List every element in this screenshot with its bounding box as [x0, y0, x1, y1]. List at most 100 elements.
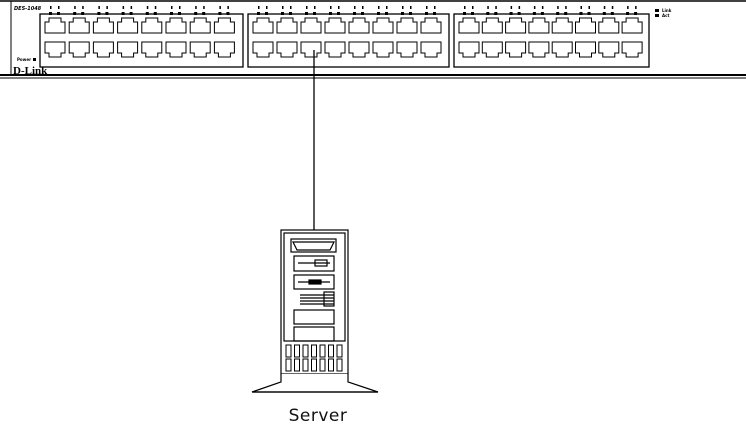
- rj45-port: [621, 41, 643, 58]
- rj45-port: [92, 17, 114, 34]
- rj45-port: [141, 17, 163, 34]
- port-led: [486, 12, 490, 15]
- port-number-tick: [74, 6, 76, 9]
- rj45-port: [505, 17, 527, 34]
- rj45-port: [396, 17, 418, 34]
- port-number-tick: [227, 6, 229, 9]
- port-led: [494, 12, 498, 15]
- port-led: [313, 12, 316, 15]
- server-vent-slot: [302, 344, 309, 358]
- rj45-port: [44, 17, 66, 34]
- switch-device: DES-1048 Power D-Link Link Act: [0, 0, 746, 79]
- rj45-port: [141, 41, 163, 58]
- port-number-tick: [258, 6, 260, 9]
- port-number-tick: [635, 6, 637, 9]
- port-number-tick: [314, 6, 316, 9]
- port-led: [329, 12, 332, 15]
- port-number-tick: [171, 6, 173, 9]
- port-group-2: [247, 13, 450, 68]
- port-number-tick: [82, 6, 84, 9]
- port-led: [305, 12, 308, 15]
- rj45-port: [575, 41, 596, 58]
- port-number-tick: [146, 6, 149, 9]
- rj45-port: [420, 17, 442, 34]
- port-number-tick: [203, 6, 205, 9]
- rj45-port: [598, 41, 620, 58]
- port-led: [361, 12, 364, 15]
- port-led: [281, 12, 284, 15]
- port-led: [377, 12, 380, 15]
- server-vent-slot: [294, 344, 300, 358]
- rj45-port: [481, 41, 503, 58]
- port-number-tick: [472, 6, 474, 9]
- port-led: [587, 12, 591, 15]
- port-led: [517, 12, 521, 15]
- rj45-port: [324, 41, 346, 58]
- rj45-port: [189, 17, 211, 34]
- port-led: [610, 12, 614, 15]
- port-number-tick: [219, 6, 221, 9]
- rj45-port: [528, 17, 550, 34]
- port-number-tick: [306, 6, 308, 9]
- rj45-port: [276, 41, 298, 58]
- rj45-port: [117, 41, 139, 58]
- port-number-tick: [195, 6, 197, 9]
- rj45-port: [621, 17, 643, 34]
- server-vent-slot: [285, 358, 292, 372]
- server-vent-slot: [336, 344, 343, 358]
- rj45-port: [324, 17, 346, 34]
- port-number-tick: [354, 6, 356, 9]
- port-number-tick: [565, 6, 567, 9]
- port-number-tick: [98, 6, 100, 9]
- port-number-tick: [130, 6, 133, 9]
- rj45-port: [575, 17, 596, 34]
- port-number-tick: [518, 6, 521, 9]
- port-led: [153, 12, 157, 15]
- port-number-tick: [410, 6, 412, 9]
- port-led: [202, 12, 206, 15]
- rj45-port: [505, 41, 527, 58]
- rj45-port: [348, 17, 370, 34]
- power-label: Power: [17, 57, 31, 62]
- port-led: [178, 12, 181, 15]
- rj45-port: [598, 17, 620, 34]
- port-number-tick: [378, 6, 380, 9]
- port-led: [353, 12, 356, 15]
- rj45-port: [68, 17, 90, 34]
- port-number-tick: [154, 6, 157, 9]
- rj45-port: [372, 41, 394, 58]
- port-led: [81, 12, 85, 15]
- rj45-port: [252, 17, 274, 34]
- port-group-1: [39, 13, 244, 68]
- rj45-port: [189, 41, 211, 58]
- rj45-port: [117, 17, 139, 34]
- server-vent-slot: [311, 358, 317, 372]
- rj45-port: [551, 17, 573, 34]
- server-vent-slot: [319, 344, 326, 358]
- port-led: [121, 12, 125, 15]
- server-icon: [251, 229, 379, 393]
- port-number-tick: [426, 6, 428, 9]
- port-number-tick: [603, 6, 606, 9]
- link-legend-led: [655, 9, 659, 12]
- rj45-port: [165, 17, 187, 34]
- port-led: [129, 12, 133, 15]
- rj45-port: [92, 41, 114, 58]
- port-led: [105, 12, 109, 15]
- port-led: [626, 12, 630, 15]
- port-led: [509, 12, 513, 15]
- port-number-tick: [338, 6, 340, 9]
- port-led: [634, 12, 638, 15]
- server-vent-slot: [328, 358, 334, 372]
- port-led: [579, 12, 583, 15]
- port-number-tick: [386, 6, 388, 9]
- port-number-tick: [290, 6, 292, 9]
- server-vent-slot: [294, 358, 300, 372]
- link-legend: Link: [662, 8, 672, 13]
- port-led: [289, 12, 292, 15]
- power-led: [33, 58, 36, 61]
- port-number-tick: [362, 6, 364, 9]
- port-led: [471, 12, 474, 15]
- port-led: [409, 12, 412, 15]
